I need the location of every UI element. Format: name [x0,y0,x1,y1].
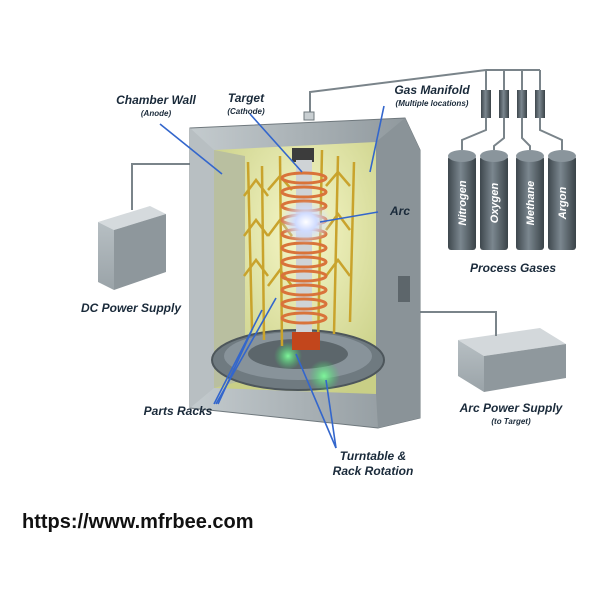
chamber-wall-sublabel: (Anode) [140,109,172,118]
arc-label: Arc [389,204,410,218]
chamber-port [398,276,410,302]
footer-url[interactable]: https://www.mfrbee.com [22,511,254,533]
target-base [292,332,320,350]
arc-glow [280,200,332,244]
gas-label-nitrogen: Nitrogen [457,180,469,226]
gas-label-methane: Methane [525,181,537,226]
target-sublabel: (Cathode) [227,107,265,116]
target-label: Target [227,91,265,105]
gas-label-oxygen: Oxygen [489,183,501,224]
gas-valves [481,90,545,118]
turntable-label-line1: Turntable & [339,449,407,463]
pointer-lines [159,105,385,449]
gas-cylinder-nitrogen: Nitrogen [448,150,476,250]
dc-power-supply-box [98,206,166,290]
process-gases-label: Process Gases [469,261,557,275]
arc-power-supply-label: Arc Power Supply [459,401,563,415]
gas-cylinder-methane: Methane [516,150,544,250]
arc-power-supply-box [458,328,566,392]
gas-manifold-sublabel: (Multiple locations) [395,99,469,108]
gas-cylinders: Nitrogen Oxygen Methane Argon [448,150,576,250]
parts-racks-label: Parts Racks [143,404,213,418]
chamber-wall-label: Chamber Wall [116,93,196,107]
green-glow-right [308,360,340,392]
dc-power-supply-label: DC Power Supply [80,301,181,315]
gas-cylinder-oxygen: Oxygen [480,150,508,250]
arc-power-supply-sublabel: (to Target) [491,417,531,426]
gas-manifold-lines [309,69,563,150]
gas-manifold-label: Gas Manifold [394,83,470,97]
chamber [189,117,421,429]
turntable-label-line2: Rack Rotation [332,464,414,478]
gas-cylinder-argon: Argon [548,150,576,250]
gas-label-argon: Argon [557,187,569,221]
